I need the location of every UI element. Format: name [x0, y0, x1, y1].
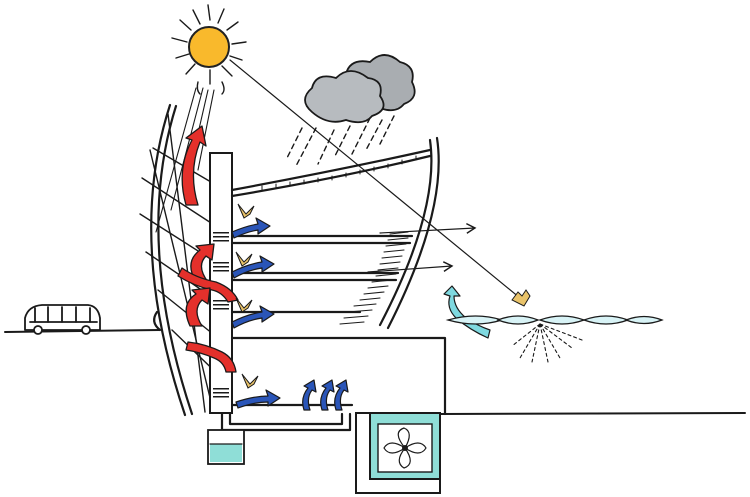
vehicle-icon — [24, 304, 101, 335]
reflector-chevrons — [235, 203, 531, 389]
sun-icon — [171, 4, 247, 95]
central-core — [209, 152, 233, 414]
ground-line — [4, 329, 746, 415]
facade-louvres — [339, 231, 409, 325]
wind-turbine-icon — [445, 315, 664, 325]
cool-air-arrows — [231, 217, 349, 411]
warm-air-arrows — [177, 125, 239, 373]
rain-icon — [285, 115, 395, 167]
fresh-air-arrow — [443, 285, 491, 339]
building-structure — [220, 136, 447, 432]
dispersal-arrows — [511, 323, 583, 363]
exhaust-lines — [367, 223, 477, 273]
roof-hatch — [261, 155, 417, 191]
curved-facade — [150, 103, 194, 417]
water-tank — [207, 429, 245, 465]
sun-ray-line — [229, 59, 521, 299]
cloud-icon — [304, 54, 416, 124]
fan-icon — [355, 412, 441, 494]
